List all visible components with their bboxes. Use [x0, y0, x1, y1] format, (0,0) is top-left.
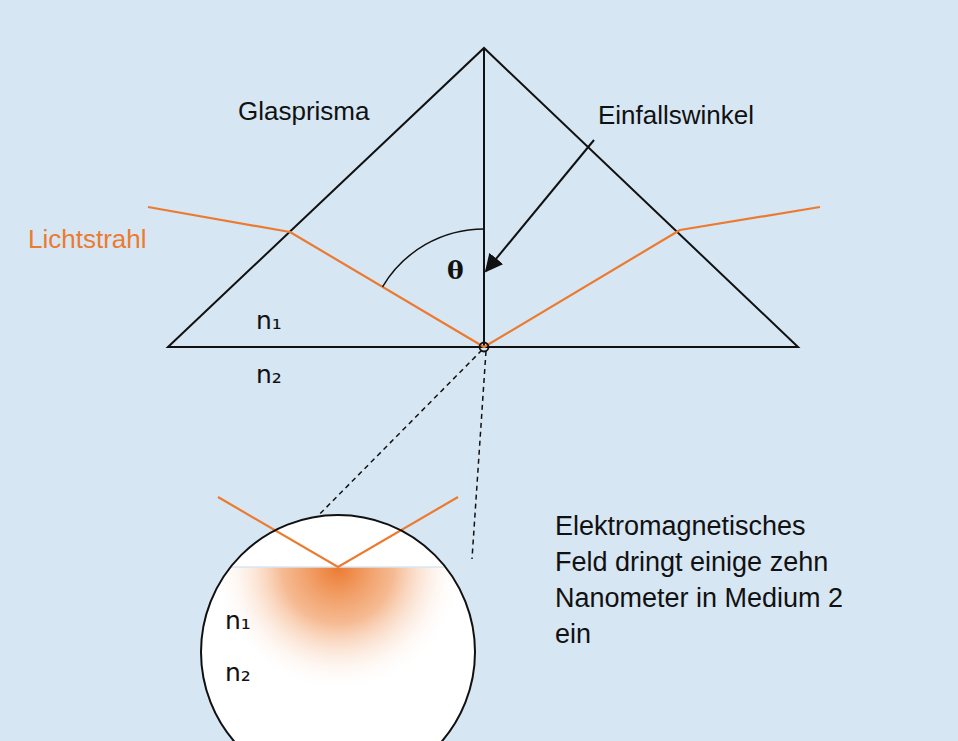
prism-label: Glasprisma	[238, 96, 369, 127]
pointer-arrow	[486, 140, 594, 271]
refractive-index: n₂	[225, 658, 251, 688]
angle-arc	[383, 229, 485, 287]
light-ray	[148, 207, 820, 347]
ray-label: Lichtstrahl	[28, 224, 147, 255]
evanescent-field	[201, 567, 475, 727]
detail-circle	[201, 515, 475, 741]
detail-circle-fill	[201, 515, 475, 741]
detail-ray	[218, 497, 458, 567]
magnifier-line	[472, 351, 486, 559]
field-note: Elektromagnetisches Feld dringt einige z…	[555, 508, 860, 652]
refractive-index: n₁	[225, 606, 251, 636]
glass-prism	[168, 48, 798, 347]
normal-line	[483, 48, 485, 347]
magnifier-line	[298, 350, 482, 536]
refractive-index: n₂	[256, 360, 282, 390]
angle-symbol: θ	[447, 256, 464, 286]
refractive-index: n₁	[256, 306, 282, 336]
angle-label: Einfallswinkel	[598, 100, 754, 131]
